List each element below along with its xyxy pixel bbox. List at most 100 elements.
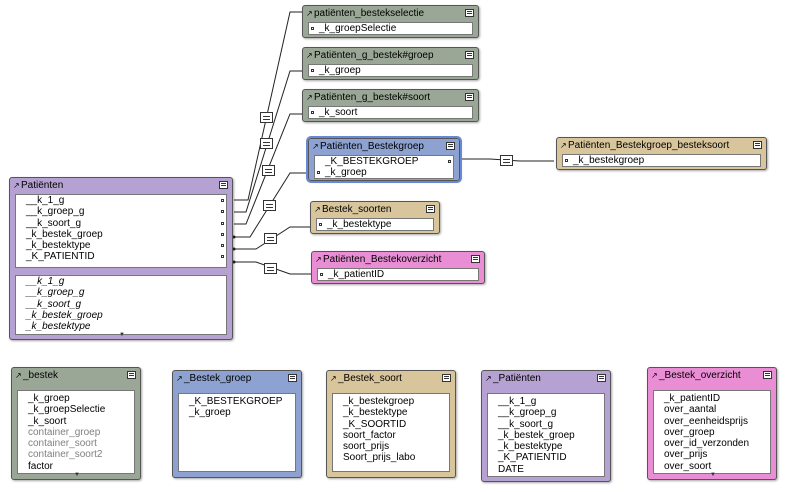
field-row[interactable]: __k_groep_g <box>498 407 557 419</box>
table-occurrence-bestekoverzicht[interactable]: ↗ Patiënten_Bestekoverzicht _k_patientID <box>311 251 485 284</box>
field-row[interactable]: _K_PATIENTID <box>16 251 226 262</box>
field-row[interactable]: container_soort2 <box>28 449 103 461</box>
field-row[interactable]: _k_groepSelectie <box>28 404 106 416</box>
field-row[interactable]: _k_bestek_groep <box>26 309 103 321</box>
table-occurrence-bestek[interactable]: ↗ _bestek _k_groep _k_groepSelectie _k_s… <box>11 367 141 480</box>
field-row[interactable]: _k_groep <box>309 65 472 76</box>
field-row[interactable]: over_eenheidsprijs <box>664 415 748 427</box>
field-row[interactable]: soort_factor <box>343 429 396 441</box>
table-occurrence-title: patiënten_bestekselectie <box>314 8 425 19</box>
field-row[interactable]: _k_groepSelectie <box>309 23 472 34</box>
table-menu-icon[interactable] <box>471 255 480 263</box>
table-occurrence-header[interactable]: ↗ Patiënten_Bestekgroep <box>309 139 459 154</box>
field-row[interactable]: _k_groep <box>315 167 453 178</box>
field-row[interactable]: _k_soort <box>28 415 67 427</box>
field-row[interactable]: DATE <box>498 463 524 475</box>
table-occurrence-bestek-overzicht[interactable]: ↗ _Bestek_overzicht _k_patientID over_aa… <box>647 367 777 480</box>
table-menu-icon[interactable] <box>763 371 772 379</box>
field-row[interactable]: _k_bestektype <box>498 441 563 453</box>
relationship-icon-bestek-soorten[interactable] <box>264 233 277 244</box>
field-row[interactable]: over_id_verzonden <box>664 438 750 450</box>
field-row[interactable]: _k_groep <box>189 407 231 419</box>
table-occurrence-bestek-soort[interactable]: ↗ _Bestek_soort _k_bestekgroep _k_bestek… <box>326 370 456 478</box>
table-occurrence-header[interactable]: ↗ _Patiënten <box>482 371 610 386</box>
table-menu-icon[interactable] <box>127 371 136 379</box>
field-row[interactable]: _k_soort <box>309 107 472 118</box>
table-menu-icon[interactable] <box>597 374 606 382</box>
table-occurrence-header[interactable]: ↗ _Bestek_groep <box>173 371 301 386</box>
field-row[interactable]: _k_bestekgroep <box>343 396 415 407</box>
table-occurrence-header[interactable]: ↗ Bestek_soorten <box>311 202 439 217</box>
field-row[interactable]: _k_bestektype <box>26 321 91 333</box>
field-row[interactable]: __k_1_g <box>26 276 65 287</box>
field-row[interactable]: factor <box>28 460 54 472</box>
table-occurrence-header[interactable]: ↗ _Bestek_overzicht <box>648 368 776 383</box>
table-menu-icon[interactable] <box>465 9 474 17</box>
field-row[interactable]: _k_bestek_groep <box>498 429 575 441</box>
table-occurrence-bestek-soorten[interactable]: ↗ Bestek_soorten _k_bestektype <box>310 201 440 234</box>
field-row[interactable]: container_groep <box>28 426 101 438</box>
field-row[interactable]: __k_1_g <box>498 396 537 407</box>
field-row[interactable]: _K_BESTEKGROEP <box>189 396 283 407</box>
resize-handle-icon[interactable]: ▼ <box>119 332 125 338</box>
table-occurrence-bestekgroep[interactable]: ↗ Patiënten_Bestekgroep _K_BESTEKGROEP _… <box>306 136 462 183</box>
field-list: __k_1_g __k_groep_g __k_soort_g _k_beste… <box>15 194 227 268</box>
relationship-icon-bestekoverzicht[interactable] <box>264 263 277 274</box>
table-occurrence-header[interactable]: ↗ patiënten_bestekselectie <box>303 6 478 21</box>
resize-handle-icon[interactable]: ▼ <box>74 472 80 478</box>
field-row[interactable]: Soort_prijs_labo <box>343 452 416 464</box>
relationship-icon-soort[interactable] <box>262 165 275 176</box>
field-row[interactable]: _k_bestekgroep <box>563 155 760 166</box>
table-menu-icon[interactable] <box>465 93 474 101</box>
resize-handle-icon[interactable]: ▼ <box>710 472 716 478</box>
table-occurrence-header[interactable]: ↗ Patiënten_g_bestek#soort <box>303 90 478 105</box>
field-row[interactable]: _K_SOORTID <box>343 418 407 430</box>
table-occurrence-header[interactable]: ↗ Patiënten <box>10 178 232 193</box>
field-row[interactable]: _k_groep <box>28 393 70 404</box>
table-menu-icon[interactable] <box>442 374 451 382</box>
table-occurrence-g-bestek-soort[interactable]: ↗ Patiënten_g_bestek#soort _k_soort <box>302 89 479 122</box>
field-row[interactable]: over_soort <box>664 460 712 472</box>
relationship-icon-groep[interactable] <box>260 138 273 149</box>
field-row[interactable]: __k_groep_g <box>16 206 226 217</box>
field-row[interactable]: _k_bestek_groep <box>16 229 226 240</box>
relationship-icon-besteksoort[interactable] <box>500 155 513 166</box>
field-row[interactable]: _k_bestektype <box>317 219 433 230</box>
field-row[interactable]: __k_1_g <box>16 195 226 206</box>
pin-icon: ↗ <box>485 374 492 383</box>
table-menu-icon[interactable] <box>446 142 455 150</box>
table-occurrence-header[interactable]: ↗ _Bestek_soort <box>327 371 455 386</box>
table-occurrence-header[interactable]: ↗ Patiënten_Bestekoverzicht <box>312 252 484 267</box>
field-row[interactable]: _K_BESTEKGROEP <box>315 156 453 167</box>
table-occurrence-bestekselectie[interactable]: ↗ patiënten_bestekselectie _k_groepSelec… <box>302 5 479 38</box>
field-row[interactable]: over_aantal <box>664 404 717 416</box>
field-row[interactable]: _k_patientID <box>664 393 721 404</box>
field-row[interactable]: __k_soort_g <box>26 298 82 310</box>
field-row[interactable]: _K_PATIENTID <box>498 452 567 464</box>
table-menu-icon[interactable] <box>219 181 228 189</box>
field-row[interactable]: _k_bestektype <box>16 240 226 251</box>
field-row[interactable]: _k_bestektype <box>343 407 408 419</box>
field-row[interactable]: __k_soort_g <box>16 218 226 229</box>
field-row[interactable]: soort_prijs <box>343 441 390 453</box>
table-occurrence-header[interactable]: ↗ _bestek <box>12 368 140 383</box>
field-row[interactable]: __k_soort_g <box>498 418 554 430</box>
table-occurrence-patienten-table[interactable]: ↗ _Patiënten __k_1_g __k_groep_g __k_soo… <box>481 370 611 482</box>
field-row[interactable]: __k_groep_g <box>26 287 85 299</box>
field-row[interactable]: over_groep <box>664 426 715 438</box>
table-occurrence-g-bestek-groep[interactable]: ↗ Patiënten_g_bestek#groep _k_groep <box>302 47 479 80</box>
table-menu-icon[interactable] <box>465 51 474 59</box>
table-menu-icon[interactable] <box>426 205 435 213</box>
relationship-icon-bestekselectie[interactable] <box>260 112 273 123</box>
table-occurrence-header[interactable]: ↗ Patiënten_g_bestek#groep <box>303 48 478 63</box>
table-occurrence-header[interactable]: ↗ Patiënten_Bestekgroep_besteksoort <box>557 138 766 153</box>
field-row[interactable]: over_prijs <box>664 449 708 461</box>
field-row[interactable]: container_soort <box>28 438 97 450</box>
table-occurrence-bestek-groep[interactable]: ↗ _Bestek_groep _K_BESTEKGROEP _k_groep <box>172 370 302 478</box>
table-occurrence-patienten[interactable]: ↗ Patiënten __k_1_g __k_groep_g __k_soor… <box>9 177 233 340</box>
table-menu-icon[interactable] <box>288 374 297 382</box>
relationship-icon-bestekgroep[interactable] <box>263 200 276 211</box>
field-row[interactable]: _k_patientID <box>318 269 478 280</box>
table-occurrence-bestekgroep-besteksoort[interactable]: ↗ Patiënten_Bestekgroep_besteksoort _k_b… <box>556 137 767 170</box>
table-menu-icon[interactable] <box>753 141 762 149</box>
